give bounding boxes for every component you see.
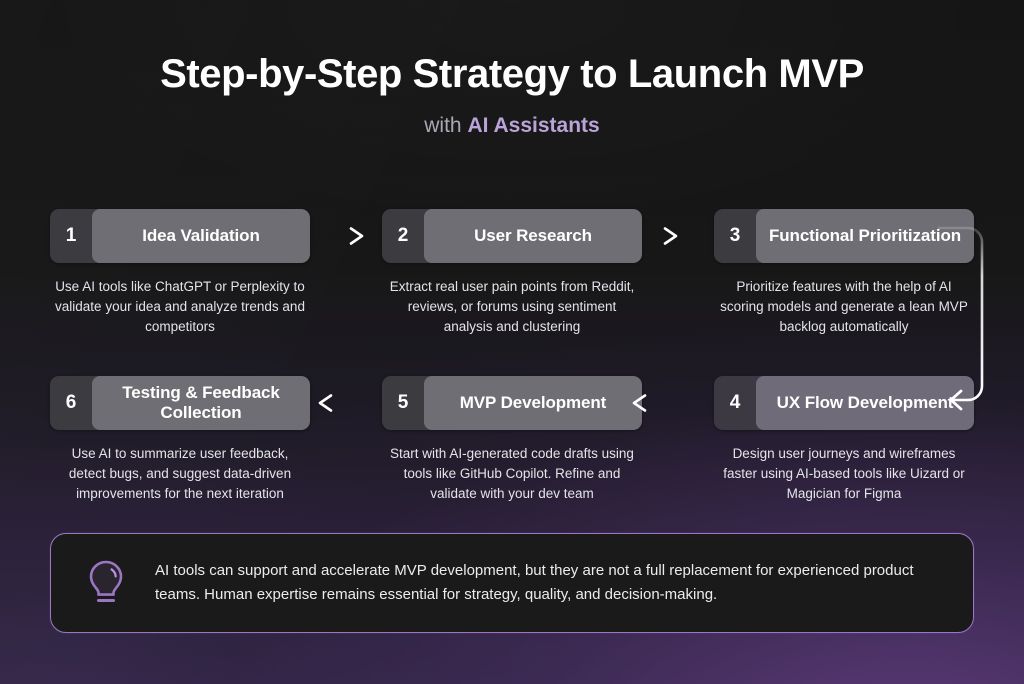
step-title-4: UX Flow Development [756, 376, 974, 430]
footer-note-text: AI tools can support and accelerate MVP … [155, 561, 914, 603]
step-chip-6[interactable]: 6 Testing & Feedback Collection [50, 376, 310, 430]
page-title: Step-by-Step Strategy to Launch MVP [160, 52, 864, 96]
step-chip-5[interactable]: 5 MVP Development [382, 376, 642, 430]
step-card-1[interactable]: 1 Idea Validation Use AI tools like Chat… [50, 209, 310, 337]
step-description-5: Start with AI-generated code drafts usin… [390, 446, 634, 501]
lightbulb-icon [77, 559, 135, 607]
header: Step-by-Step Strategy to Launch MVP with… [0, 0, 1024, 138]
steps-row-bottom: 6 Testing & Feedback Collection Use AI t… [50, 376, 974, 504]
page-subtitle: with AI Assistants [0, 113, 1024, 138]
step-title-2: User Research [424, 209, 642, 263]
subtitle-accent: AI Assistants [467, 113, 600, 137]
step-description-3: Prioritize features with the help of AI … [720, 279, 968, 334]
arrow-step2-to-step3-icon [626, 227, 678, 245]
step-number-1: 1 [65, 225, 77, 246]
footer-note: AI tools can support and accelerate MVP … [50, 533, 974, 633]
step-card-2[interactable]: 2 User Research Extract real user pain p… [382, 209, 642, 337]
step-number-3: 3 [729, 225, 741, 246]
arrow-step5-to-step6-icon [318, 394, 370, 412]
step-title-1: Idea Validation [92, 209, 310, 263]
step-number-4: 4 [729, 392, 741, 413]
step-title-5: MVP Development [424, 376, 642, 430]
step-card-6[interactable]: 6 Testing & Feedback Collection Use AI t… [50, 376, 310, 504]
step-card-3[interactable]: 3 Functional Prioritization Prioritize f… [714, 209, 974, 337]
step-description-6: Use AI to summarize user feedback, detec… [68, 446, 292, 501]
step-title-6: Testing & Feedback Collection [92, 376, 310, 430]
step-number-5: 5 [397, 392, 409, 413]
step-description-4: Design user journeys and wireframes fast… [723, 446, 965, 501]
steps-row-top: 1 Idea Validation Use AI tools like Chat… [50, 209, 974, 337]
step-card-5[interactable]: 5 MVP Development Start with AI-generate… [382, 376, 642, 504]
step-chip-4[interactable]: 4 UX Flow Development [714, 376, 974, 430]
step-chip-2[interactable]: 2 User Research [382, 209, 642, 263]
step-description-2: Extract real user pain points from Reddi… [389, 279, 635, 334]
step-title-3: Functional Prioritization [756, 209, 974, 263]
step-chip-1[interactable]: 1 Idea Validation [50, 209, 310, 263]
step-number-2: 2 [397, 225, 409, 246]
arrow-step3-to-step4-icon [938, 226, 984, 411]
arrow-step1-to-step2-icon [312, 227, 364, 245]
step-card-4[interactable]: 4 UX Flow Development Design user journe… [714, 376, 974, 504]
step-number-6: 6 [65, 392, 77, 413]
arrow-step4-to-step5-icon [632, 394, 684, 412]
step-chip-3[interactable]: 3 Functional Prioritization [714, 209, 974, 263]
subtitle-prefix: with [424, 113, 468, 137]
step-description-1: Use AI tools like ChatGPT or Perplexity … [55, 279, 305, 334]
